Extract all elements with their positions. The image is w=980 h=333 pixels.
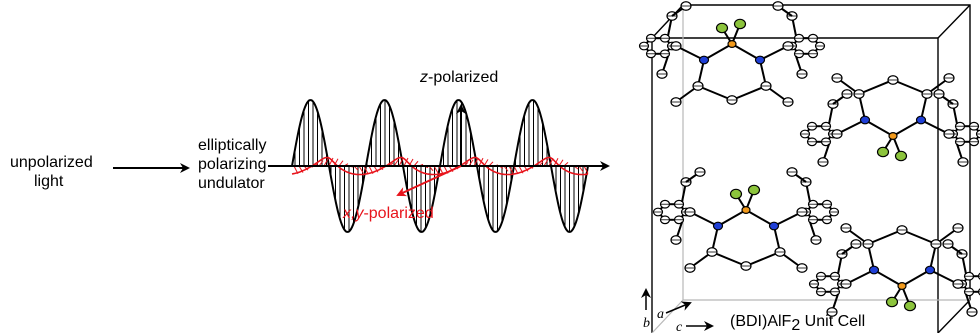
b-axis-label: b [643, 316, 650, 331]
undulator-label-line2: polarizing [198, 156, 266, 173]
xy-hatch-line [483, 159, 489, 167]
fluorine-atom [747, 184, 761, 196]
nitrogen-atom [868, 265, 880, 275]
bond [901, 269, 931, 287]
xy-hatch-line [433, 165, 439, 174]
nitrogen-atom [754, 55, 766, 65]
unit-cell-label: (BDI)AlF2 Unit Cell [730, 313, 865, 333]
nitrogen-atom [915, 115, 927, 125]
bond [892, 79, 928, 95]
bond [745, 209, 775, 227]
xy-wave-path [291, 156, 589, 176]
bond [867, 229, 903, 245]
bond [858, 79, 894, 95]
bond [731, 43, 761, 61]
bond [864, 119, 894, 137]
xy-hatch-line [408, 158, 414, 167]
molecular-structure [638, 1, 980, 317]
xy-hatch-line [328, 157, 334, 167]
fluorine-atom [876, 146, 890, 158]
bond [901, 229, 937, 245]
bond [697, 85, 733, 101]
xy-hatch-line [513, 165, 519, 175]
c-axis-label: c [676, 320, 683, 333]
xy-hatch-line [358, 165, 364, 173]
xy-hatch-line [323, 158, 329, 167]
a-axis-arrow [665, 301, 692, 314]
xy-hatch-line [438, 165, 444, 175]
xy-hatch-line [543, 159, 549, 167]
fluorine-atom [715, 22, 729, 34]
fluorine-atom [729, 188, 743, 200]
xy-hatch-line [373, 165, 379, 173]
fluorine-atom [894, 150, 908, 162]
xy-hatch-line [298, 165, 304, 173]
nitrogen-atom [768, 221, 780, 231]
xy-hatch-line [368, 165, 374, 174]
xy-hatch-line [333, 158, 339, 167]
fluorine-atom [733, 18, 747, 30]
bond [717, 209, 747, 227]
xy-hatch-line [548, 157, 554, 167]
xy-hatch-line [583, 165, 589, 174]
xy-hatch-line [508, 165, 514, 174]
bond [703, 43, 733, 61]
z-polarized-label: z-polarized [419, 69, 498, 86]
xy-polarized-label: x,y-polarized [342, 205, 434, 222]
xy-hatch-line [478, 157, 484, 167]
xy-hatch-line [558, 159, 564, 167]
bond [892, 119, 922, 137]
xy-hatch-line [398, 158, 404, 167]
bond [731, 85, 767, 101]
undulator-label-line3: undulator [198, 175, 265, 192]
aluminum-atom [888, 132, 898, 141]
xy-hatch-line [293, 165, 299, 175]
nitrogen-atom [924, 265, 936, 275]
xy-hatch-line [403, 157, 409, 167]
nitrogen-atom [712, 221, 724, 231]
xy-hatch-line [473, 158, 479, 167]
nitrogen-atom [698, 55, 710, 65]
aluminum-atom [741, 206, 751, 215]
source-label-line2: light [34, 173, 64, 190]
xy-axis-arrow [396, 165, 462, 197]
fluorine-atom [903, 300, 917, 312]
xy-hatch-line [363, 165, 369, 175]
undulator-label-line1: elliptically [198, 137, 266, 154]
nitrogen-atom [859, 115, 871, 125]
source-label-line1: unpolarized [10, 154, 93, 171]
aluminum-atom [727, 39, 737, 48]
xy-hatch-line [553, 158, 559, 167]
polarized-wave [268, 99, 610, 233]
xy-hatch-line [518, 165, 524, 174]
xy-hatch-line [468, 159, 474, 167]
crystal-axes: b a c [641, 288, 714, 333]
a-axis-label: a [657, 307, 664, 322]
bond [873, 269, 903, 287]
fluorine-atom [885, 296, 899, 308]
bond [745, 251, 781, 267]
aluminum-atom [897, 282, 907, 291]
bond [711, 251, 747, 267]
